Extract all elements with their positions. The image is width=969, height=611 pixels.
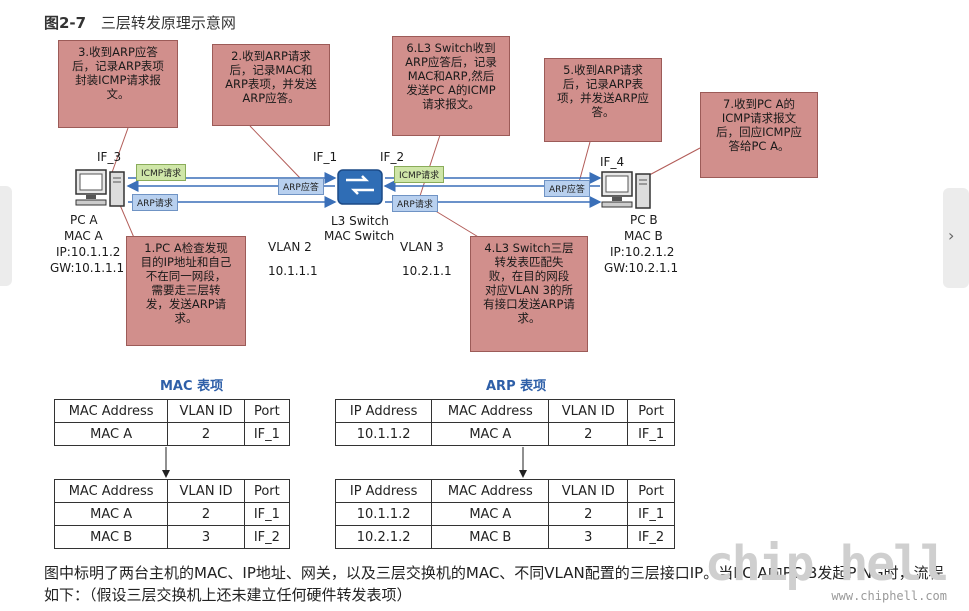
table-header: VLAN ID — [548, 479, 629, 503]
chevron-right-icon: › — [948, 226, 955, 245]
figure-caption: 图2-7 三层转发原理示意网 — [44, 12, 236, 33]
table-cell: IF_2 — [627, 525, 675, 549]
figure-number: 图2-7 — [44, 14, 87, 32]
table-header: MAC Address — [431, 399, 550, 423]
pc-a-name: PC A — [70, 213, 98, 227]
pc-b-ip: IP:10.2.1.2 — [610, 245, 675, 259]
switch-if1: IF_1 — [313, 150, 338, 164]
table-cell: MAC A — [431, 502, 550, 526]
icmp-request-tag: ICMP请求 — [394, 166, 445, 183]
arp-request-tag: ARP请求 — [132, 194, 178, 211]
body-paragraph: 图中标明了两台主机的MAC、IP地址、网关，以及三层交换机的MAC、不同VLAN… — [44, 564, 944, 604]
table-row: MAC A 2 IF_1 — [53, 502, 291, 526]
vlan2-subnet: 10.1.1.1 — [268, 264, 318, 278]
figure-title: 三层转发原理示意网 — [100, 14, 236, 32]
table-cell: 2 — [167, 422, 245, 446]
table-header: Port — [243, 399, 291, 423]
table-cell: IF_1 — [627, 422, 675, 446]
mac-table-title: MAC 表项 — [160, 379, 224, 394]
vlan2-label: VLAN 2 — [268, 240, 312, 254]
arp-reply-tag: ARP应答 — [544, 180, 590, 197]
step-note-1: 1.PC A检查发现 目的IP地址和自己 不在同一网段， 需要走三层转 发，发送… — [126, 236, 246, 346]
table-cell: 10.1.1.2 — [334, 502, 433, 526]
table-cell: IF_1 — [627, 502, 675, 526]
table-cell: 2 — [548, 422, 629, 446]
table-cell: IF_2 — [243, 525, 291, 549]
switch-icon — [337, 169, 383, 205]
arp-reply-tag: ARP应答 — [278, 178, 324, 195]
table-header: Port — [243, 479, 291, 503]
pc-b-mac: MAC B — [624, 229, 663, 243]
arp-table-title: ARP 表项 — [486, 379, 547, 394]
table-cell: MAC A — [53, 422, 169, 446]
table-row: 10.1.1.2 MAC A 2 IF_1 — [334, 502, 675, 526]
table-cell: 3 — [167, 525, 245, 549]
table-cell: MAC B — [53, 525, 169, 549]
step-note-6: 6.L3 Switch收到 ARP应答后，记录 MAC和ARP,然后 发送PC … — [392, 36, 510, 136]
table-cell: 10.1.1.2 — [334, 422, 433, 446]
table-header-row: MAC Address VLAN ID Port — [53, 479, 291, 503]
table-cell: MAC B — [431, 525, 550, 549]
pc-a-mac: MAC A — [64, 229, 103, 243]
table-header: IP Address — [334, 479, 433, 503]
table-header: VLAN ID — [167, 479, 245, 503]
table-cell: 2 — [548, 502, 629, 526]
arp-table-before: IP Address MAC Address VLAN ID Port 10.1… — [334, 399, 675, 446]
table-header: MAC Address — [431, 479, 550, 503]
step-note-5: 5.收到ARP请求 后，记录ARP表 项，并发送ARP应 答。 — [544, 58, 662, 142]
table-cell: IF_1 — [243, 422, 291, 446]
table-cell: 2 — [167, 502, 245, 526]
prev-page-handle[interactable] — [0, 186, 12, 286]
switch-if2: IF_2 — [380, 150, 405, 164]
step-note-3: 3.收到ARP应答 后，记录ARP表项 封装ICMP请求报 文。 — [58, 40, 178, 128]
pc-a-ip: IP:10.1.1.2 — [56, 245, 121, 259]
table-header-row: MAC Address VLAN ID Port — [53, 399, 291, 423]
step-note-2: 2.收到ARP请求 后，记录MAC和 ARP表项，并发送 ARP应答。 — [212, 44, 330, 126]
switch-name: L3 Switch — [331, 214, 389, 228]
table-header: VLAN ID — [167, 399, 245, 423]
site-watermark: chip hell www.chiphell.com — [704, 536, 949, 603]
switch-mac: MAC Switch — [324, 229, 395, 243]
pc-b-gateway: GW:10.2.1.1 — [604, 261, 679, 275]
watermark-url: www.chiphell.com — [831, 589, 947, 603]
computer-icon — [75, 169, 125, 207]
table-cell: 3 — [548, 525, 629, 549]
table-header: Port — [627, 479, 675, 503]
next-page-handle[interactable]: › — [943, 188, 969, 288]
mac-table-after: MAC Address VLAN ID Port MAC A 2 IF_1 MA… — [53, 479, 291, 549]
icmp-request-tag: ICMP请求 — [136, 164, 187, 181]
table-cell: MAC A — [431, 422, 550, 446]
vlan3-label: VLAN 3 — [400, 240, 444, 254]
table-row: 10.2.1.2 MAC B 3 IF_2 — [334, 525, 675, 549]
pc-a-gateway: GW:10.1.1.1 — [50, 261, 125, 275]
table-header: MAC Address — [53, 399, 169, 423]
mac-table-before: MAC Address VLAN ID Port MAC A 2 IF_1 — [53, 399, 291, 446]
table-row: MAC B 3 IF_2 — [53, 525, 291, 549]
arp-table-after: IP Address MAC Address VLAN ID Port 10.1… — [334, 479, 675, 549]
table-header-row: IP Address MAC Address VLAN ID Port — [334, 399, 675, 423]
pc-a-interface: IF_3 — [97, 150, 122, 164]
watermark-logo: chip hell — [704, 536, 949, 592]
arp-request-tag: ARP请求 — [392, 195, 438, 212]
table-header: IP Address — [334, 399, 433, 423]
table-cell: MAC A — [53, 502, 169, 526]
table-row: 10.1.1.2 MAC A 2 IF_1 — [334, 422, 675, 446]
computer-icon — [601, 171, 651, 209]
table-header: VLAN ID — [548, 399, 629, 423]
pc-b-name: PC B — [630, 213, 658, 227]
table-cell: 10.2.1.2 — [334, 525, 433, 549]
table-cell: IF_1 — [243, 502, 291, 526]
table-row: MAC A 2 IF_1 — [53, 422, 291, 446]
step-note-7: 7.收到PC A的 ICMP请求报文 后，回应ICMP应 答给PC A。 — [700, 92, 818, 178]
table-header: MAC Address — [53, 479, 169, 503]
vlan3-subnet: 10.2.1.1 — [402, 264, 452, 278]
step-note-4: 4.L3 Switch三层 转发表匹配失 败，在目的网段 对应VLAN 3的所 … — [470, 236, 588, 352]
table-header-row: IP Address MAC Address VLAN ID Port — [334, 479, 675, 503]
pc-b-interface: IF_4 — [600, 155, 625, 169]
table-header: Port — [627, 399, 675, 423]
